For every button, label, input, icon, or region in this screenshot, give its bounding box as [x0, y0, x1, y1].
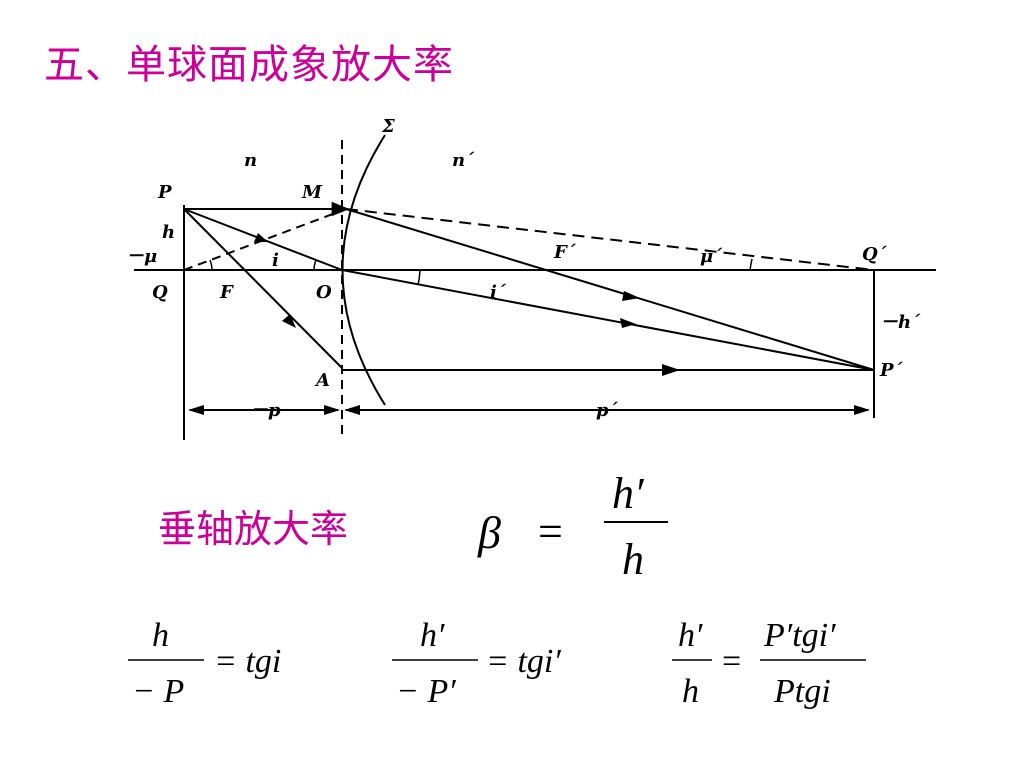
label-P: P [157, 182, 172, 203]
label-mu-prime: μ´ [700, 246, 723, 267]
arrow-ray-op [620, 318, 636, 328]
eq3-lnum: h′ [678, 617, 703, 654]
dashed-m-qprime [345, 208, 875, 271]
eq1-den: − P [132, 673, 184, 710]
label-sigma: Σ [381, 116, 395, 137]
label-p-prime: p´ [596, 400, 619, 421]
ray-o-pprime [341, 269, 875, 371]
slide-title: 五、单球面成象放大率 [44, 42, 454, 88]
arrow-ray-mp [622, 291, 640, 301]
label-Q-prime: Q´ [862, 244, 888, 265]
label-F: F [219, 282, 234, 303]
angle-arc-i-prime [417, 269, 421, 286]
eq1-num: h [152, 617, 169, 654]
label-F-prime: F´ [553, 242, 577, 263]
label-M: M [301, 182, 323, 203]
label-neg-p: －p [250, 400, 281, 421]
arrow-ray-po [254, 233, 268, 242]
eq3-equals: = [722, 643, 741, 680]
label-n-prime: n´ [452, 150, 475, 171]
eq2-num: h′ [420, 617, 445, 654]
eq2-rhs: = tgi′ [486, 643, 561, 680]
label-neg-h-prime: －h´ [880, 312, 921, 333]
eq-beta-equals: = [538, 507, 563, 556]
arrow-dim-left [188, 405, 204, 415]
eq-beta-den: h [622, 535, 644, 584]
arrow-dim-mid-right [344, 405, 360, 415]
arrow-dim-right [854, 405, 870, 415]
subtitle-lateral-magnification: 垂轴放大率 [158, 507, 349, 551]
arrow-ray-ap [662, 364, 680, 376]
label-i: i [272, 250, 279, 271]
label-Q: Q [152, 282, 168, 303]
eq3-rnum: P′tgi′ [763, 617, 836, 654]
ray-p-a [183, 208, 343, 369]
eq2-den: − P′ [396, 673, 456, 710]
angle-arc-mu-prime [749, 258, 753, 271]
label-i-prime: i´ [490, 282, 507, 303]
label-P-prime: P´ [879, 360, 904, 381]
arrow-ray-pa [282, 314, 296, 328]
equation-2: h′ − P′ = tgi′ [392, 617, 561, 710]
eq1-rhs: = tgi [214, 643, 281, 680]
arrow-dim-mid-left [324, 405, 340, 415]
angle-arc-i [313, 259, 317, 271]
equation-1: h − P = tgi [128, 617, 281, 710]
eq3-lden: h [682, 673, 699, 710]
label-h: h [162, 222, 175, 243]
equation-3: h′ h = P′tgi′ Ptgi [672, 617, 866, 710]
equation-beta: β = h′ h [477, 469, 668, 584]
label-n: n [244, 150, 257, 171]
label-A: A [314, 370, 330, 391]
label-O: O [316, 282, 332, 303]
eq-beta-num: h′ [612, 469, 645, 518]
eq3-rden: Ptgi [773, 673, 831, 710]
ray-m-pprime [345, 208, 875, 371]
eq-beta-lhs: β [477, 507, 501, 558]
angle-arc-mu [209, 259, 213, 271]
label-neg-mu: －μ [126, 246, 157, 267]
